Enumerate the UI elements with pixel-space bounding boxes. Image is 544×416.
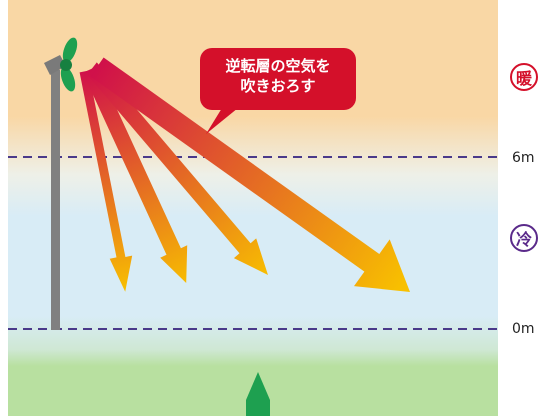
ground-height-label: 0m bbox=[512, 321, 535, 337]
airflow-arrow-2 bbox=[82, 66, 188, 283]
fan-pole bbox=[51, 70, 60, 330]
callout-line-1: 逆転層の空気を bbox=[225, 57, 331, 75]
callout-line-2: 吹きおろす bbox=[240, 77, 316, 95]
callout-text: 逆転層の空気を 吹きおろす bbox=[204, 56, 352, 96]
airflow-arrow-3 bbox=[87, 62, 268, 276]
airflow-arrow-4 bbox=[90, 57, 411, 292]
upper-height-label: 6m bbox=[512, 150, 535, 166]
cold-layer-badge: 冷 bbox=[510, 224, 538, 252]
airflow-arrow-1 bbox=[79, 70, 133, 292]
tree-tip bbox=[246, 372, 270, 416]
warm-layer-badge: 暖 bbox=[510, 63, 538, 91]
fan-motor-housing bbox=[44, 55, 66, 75]
callout-balloon bbox=[200, 48, 356, 134]
fan-blades-icon bbox=[60, 37, 78, 92]
